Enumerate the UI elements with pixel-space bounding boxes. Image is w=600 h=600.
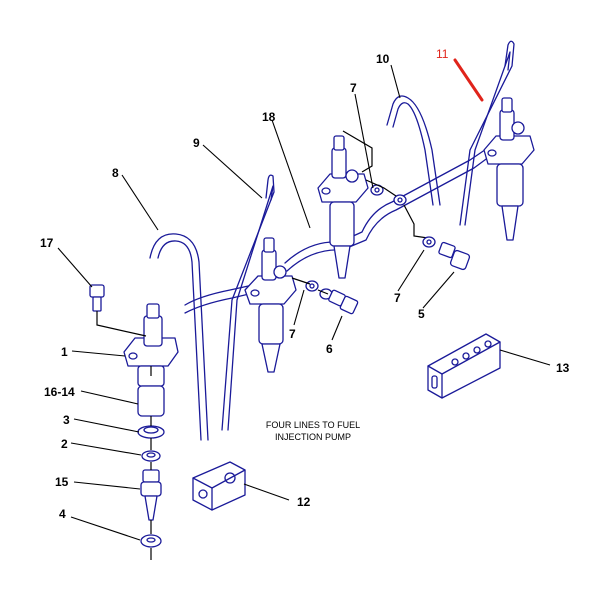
callout-8: 8	[112, 166, 119, 180]
callout-10: 10	[376, 52, 390, 66]
callout-13: 13	[556, 361, 570, 375]
fitting-6	[319, 288, 359, 315]
washer-7-lower	[305, 280, 319, 292]
injector-1	[123, 303, 179, 417]
callout-7-right: 7	[394, 291, 401, 305]
injector-3	[317, 135, 369, 279]
fitting-5	[438, 241, 471, 271]
callout-11: 11	[436, 47, 449, 61]
callout-4: 4	[59, 507, 66, 521]
washer-7-right	[422, 236, 436, 248]
injector-2	[244, 237, 297, 373]
fuel-line-9	[221, 174, 275, 431]
nozzle-15	[140, 469, 162, 521]
callout-7-upper: 7	[350, 81, 357, 95]
callout-16-14: 16-14	[44, 385, 75, 399]
fuel-line-8	[149, 233, 209, 441]
bolt-17	[89, 284, 105, 312]
washer-4	[140, 534, 162, 548]
note-line-1: FOUR LINES TO FUEL	[266, 420, 360, 430]
note-text: FOUR LINES TO FUEL INJECTION PUMP	[266, 420, 360, 442]
fuel-line-10	[386, 95, 441, 206]
callout-3: 3	[63, 413, 70, 427]
clamp-12	[192, 461, 246, 511]
fuel-line-11	[459, 40, 515, 226]
oring-2	[141, 450, 161, 462]
callout-18: 18	[262, 110, 276, 124]
callout-1: 1	[61, 345, 68, 359]
callout-6: 6	[326, 342, 333, 356]
callout-17: 17	[40, 236, 54, 250]
washer-7-upper	[370, 184, 407, 206]
callout-9: 9	[193, 136, 200, 150]
highlight-marker	[453, 58, 484, 102]
seal-3	[137, 425, 165, 439]
leader-lines	[57, 64, 551, 541]
callout-7-lower: 7	[289, 327, 296, 341]
callout-5: 5	[418, 307, 425, 321]
injector-4	[483, 97, 535, 241]
note-line-2: INJECTION PUMP	[275, 432, 351, 442]
callout-labels: 1 16-14 3 2 15 4 17 8 9 18 10 11 7 7 6 7…	[40, 47, 570, 521]
callout-2: 2	[61, 437, 68, 451]
callout-15: 15	[55, 475, 69, 489]
clamp-13	[427, 333, 501, 399]
callout-12: 12	[297, 495, 311, 509]
